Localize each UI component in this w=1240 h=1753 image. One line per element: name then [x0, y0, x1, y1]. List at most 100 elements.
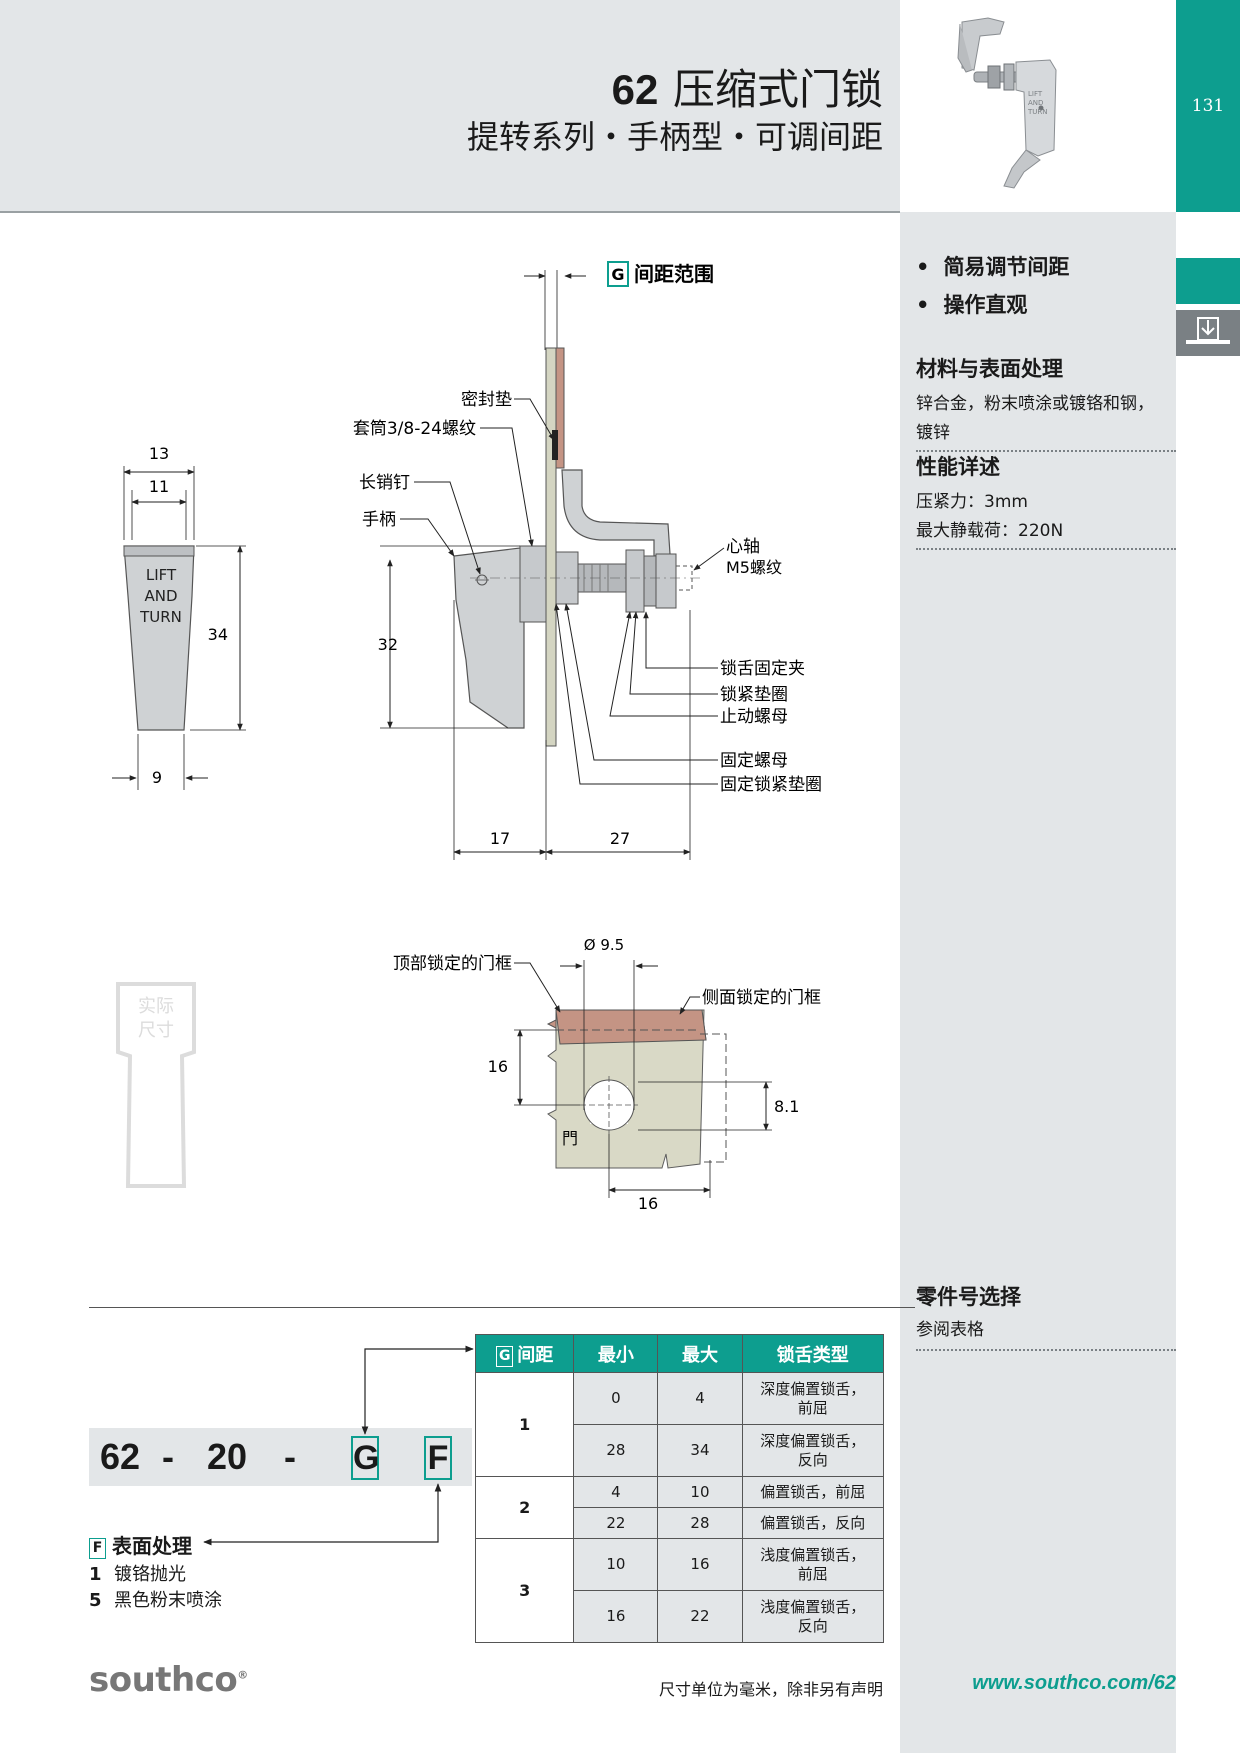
- pn-g-box: G: [351, 1436, 379, 1480]
- min-value: 4: [573, 1476, 659, 1508]
- callout-mount-washer: 固定锁紧垫圈: [720, 775, 822, 795]
- latch-photo-icon: LIFT AND TURN: [957, 17, 1057, 189]
- actual-size-text: 尺寸: [138, 1020, 174, 1041]
- pn-dash: -: [162, 1436, 174, 1477]
- divider: [916, 548, 1176, 550]
- dim-16-vertical: 16: [488, 1057, 508, 1076]
- title-text: 压缩式门锁: [672, 65, 883, 114]
- table-row: 3 10 16 浅度偏置锁舌，前屈: [474, 1538, 884, 1643]
- callout-cam-clip: 锁舌固定夹: [720, 659, 805, 679]
- finish-code: 5: [89, 1590, 102, 1611]
- page-subtitle: 提转系列・手柄型・可调间距: [466, 118, 883, 156]
- dim-13: 13: [149, 444, 169, 463]
- units-note: 尺寸单位为毫米，除非另有声明: [658, 1680, 883, 1699]
- performance-heading: 性能详述: [916, 455, 1000, 479]
- cutout-diagram: Ø 9.5 16 8.1 16 門 顶部锁定的门框 侧面锁定的门框: [393, 936, 821, 1213]
- latch-side-view: 32 17 27: [378, 347, 700, 860]
- callout-spindle: 心轴: [726, 537, 760, 557]
- callout-pin: 长销钉: [359, 473, 410, 493]
- svg-text:AND: AND: [1028, 99, 1043, 107]
- handle-front-view: LIFT AND TURN 13 11 34 9: [112, 444, 246, 790]
- pn-f-box: F: [424, 1436, 452, 1480]
- performance-line: 压紧力：3mm: [916, 492, 1028, 512]
- divider: [916, 450, 1176, 452]
- pn-prefix: 62: [100, 1436, 141, 1477]
- pn-dash: -: [284, 1436, 296, 1477]
- page-number: 131: [1191, 96, 1225, 116]
- callout-sleeve: 套筒3/8-24螺纹: [353, 419, 476, 439]
- gap-range-label: G 间距范围: [524, 261, 714, 350]
- finish-letter-box: F: [89, 1538, 106, 1559]
- performance-line: 最大静载荷：220N: [916, 521, 1064, 541]
- door-label: 門: [562, 1129, 578, 1148]
- latch-category-icon: [1186, 317, 1230, 344]
- section-rule: [89, 1307, 915, 1308]
- callout-spindle-thread: M5螺纹: [726, 558, 782, 577]
- table-row: 22 28 偏置锁舌，反向: [476, 1507, 884, 1539]
- dim-11: 11: [149, 477, 169, 496]
- website-link[interactable]: www.southco.com/62: [972, 1672, 1176, 1694]
- partno-heading: 零件号选择: [916, 1285, 1021, 1309]
- callout-mount-nut: 固定螺母: [720, 751, 788, 771]
- col-gap-label: 间距: [517, 1344, 554, 1366]
- material-section: 材料与表面处理 锌合金，粉末喷涂或镀铬和钢， 镀锌: [916, 354, 1176, 452]
- finish-label: 镀铬抛光: [114, 1564, 186, 1585]
- feature-list: 简易调节间距 操作直观: [916, 248, 1176, 324]
- callout-gasket: 密封垫: [461, 390, 512, 410]
- gap-code: 3: [474, 1538, 575, 1643]
- finish-option: 1 镀铬抛光: [89, 1562, 222, 1588]
- min-value: 0: [573, 1372, 659, 1425]
- cam-type: 浅度偏置锁舌，前屈: [741, 1538, 884, 1591]
- table-row: 1 0 4 深度偏置锁舌，前屈: [474, 1372, 884, 1477]
- category-tab: [1176, 258, 1240, 304]
- min-value: 10: [573, 1538, 659, 1591]
- dim-27: 27: [610, 829, 630, 848]
- callout-handle: 手柄: [362, 510, 396, 530]
- max-value: 16: [657, 1538, 743, 1591]
- max-value: 10: [657, 1476, 743, 1508]
- min-value: 28: [573, 1424, 659, 1477]
- max-value: 34: [657, 1424, 743, 1477]
- col-cam: 锁舌类型: [741, 1334, 884, 1373]
- svg-text:TURN: TURN: [1027, 108, 1048, 116]
- dim-16-horizontal: 16: [638, 1194, 658, 1213]
- header-band: [0, 0, 900, 212]
- table-row: 28 34 深度偏置锁舌，反向: [476, 1424, 884, 1477]
- part-number-band: [89, 1428, 472, 1486]
- cam-type: 偏置锁舌，前屈: [741, 1476, 884, 1508]
- finish-options: 1 镀铬抛光 5 黑色粉末喷涂: [89, 1562, 222, 1614]
- gap-label: 间距范围: [634, 262, 714, 286]
- feature-item: 简易调节间距: [916, 248, 1176, 286]
- partno-section: 零件号选择 参阅表格: [916, 1282, 1176, 1351]
- finish-code: 1: [89, 1564, 102, 1585]
- product-photo: LIFT AND TURN: [900, 0, 1176, 212]
- handle-face-text: TURN: [139, 608, 182, 626]
- header-rule: [0, 211, 900, 213]
- cam-type: 偏置锁舌，反向: [741, 1507, 884, 1539]
- max-value: 4: [657, 1372, 743, 1425]
- dim-dia: Ø 9.5: [584, 936, 624, 954]
- pn-series: 20: [207, 1436, 248, 1477]
- section-tab: [1176, 0, 1240, 212]
- right-sidebar: [900, 212, 1176, 1753]
- table-row: 2 4 10 偏置锁舌，前屈: [474, 1476, 884, 1539]
- feature-item: 操作直观: [916, 286, 1176, 324]
- max-value: 28: [657, 1507, 743, 1539]
- callout-lock-washer: 锁紧垫圈: [720, 685, 788, 705]
- dim-8-1: 8.1: [774, 1097, 799, 1116]
- page-title: 62 压缩式门锁: [612, 56, 883, 117]
- finish-label: 黑色粉末喷涂: [114, 1590, 222, 1611]
- handle-face-text: AND: [144, 587, 177, 605]
- registered-mark: ®: [237, 1668, 248, 1682]
- logo-text: southco: [89, 1660, 238, 1700]
- dim-9: 9: [152, 768, 162, 787]
- finish-heading-text: 表面处理: [112, 1534, 192, 1558]
- cam-type: 深度偏置锁舌，前屈: [741, 1372, 884, 1425]
- title-product-number: 62: [611, 66, 659, 113]
- gap-code: 1: [474, 1372, 575, 1477]
- finish-heading: F 表面处理: [89, 1530, 192, 1559]
- cam-type: 深度偏置锁舌，反向: [741, 1424, 884, 1477]
- finish-option: 5 黑色粉末喷涂: [89, 1588, 222, 1614]
